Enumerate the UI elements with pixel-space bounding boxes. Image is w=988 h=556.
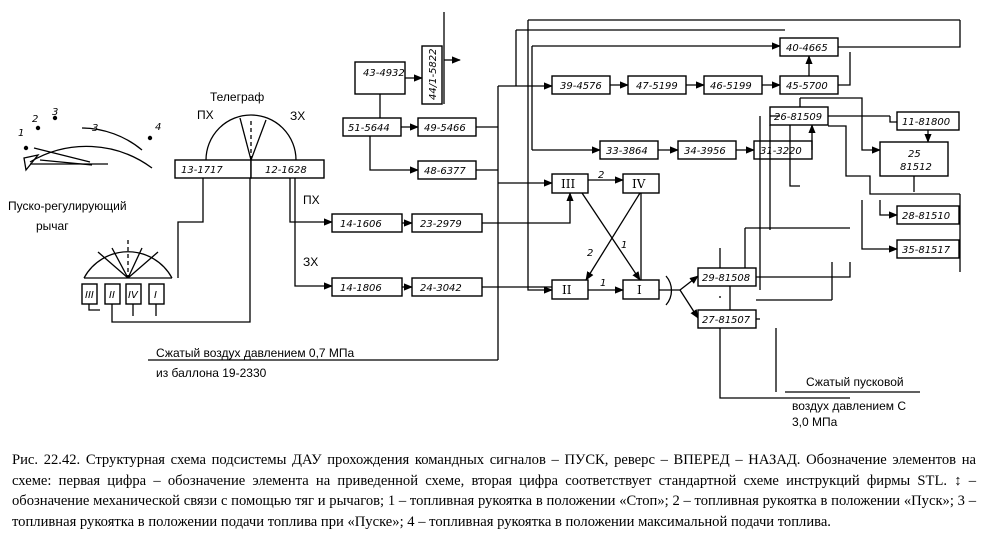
block-28-81510-label: 28-81510 [902, 211, 950, 222]
signal-zx-label: ЗХ [303, 255, 318, 269]
telegraph-zx-label: ЗХ [290, 109, 305, 123]
telegraph-px-label: ПХ [197, 108, 214, 122]
block-35-81517-label: 35-81517 [902, 245, 951, 256]
block-43-4932 [354, 61, 406, 95]
block-12-1628 [250, 159, 325, 179]
cylinder-label-II: II [109, 290, 115, 301]
lever-point-2 [35, 125, 41, 131]
lever-point-3 [52, 115, 58, 121]
block-14-1606-label: 14-1606 [340, 219, 382, 230]
cylinder-label-IV: IV [128, 290, 139, 301]
air-30-line3: 3,0 МПа [792, 415, 838, 429]
block-26-81509-label: 26-81509 [774, 112, 822, 123]
lever-arc-num-3: 3 [92, 123, 98, 134]
block-51-5644-label: 51-5644 [348, 123, 390, 134]
cylinder-label-I: I [154, 290, 157, 301]
cross-label-2b: 2 [587, 248, 593, 259]
block-31-3220-label: 31-3220 [760, 146, 802, 157]
block-45-5700-label: 45-5700 [786, 81, 828, 92]
air-07-line1: Сжатый воздух давлением 0,7 МПа [156, 346, 355, 360]
lever-title-line1: Пуско-регулирующий [8, 199, 127, 213]
lever-switch-group: III II IV I [81, 165, 251, 323]
block-40-4665-label: 40-4665 [786, 43, 828, 54]
block-44-1-5822 [421, 45, 443, 105]
block-14-1806-label: 14-1806 [340, 283, 382, 294]
lever-num-1: 1 [18, 128, 24, 139]
block-48-6377-label: 48-6377 [424, 166, 466, 177]
telegraph-title: Телеграф [210, 90, 264, 104]
block-49-5466-label: 49-5466 [424, 123, 466, 134]
block-25-81512-code: 81512 [900, 162, 932, 173]
block-13-1717-label: 13-1717 [181, 165, 223, 176]
block-43-4932-label: 43-4932 [363, 68, 405, 79]
lever-point-1 [23, 145, 29, 151]
figure-caption: Рис. 22.42. Структурная схема подсистемы… [12, 452, 976, 530]
air-30-line1: Сжатый пусковой [806, 375, 904, 389]
structural-diagram: 1 2 3 3 4 Пуско-регулирующий рычаг III I… [8, 12, 961, 429]
block-25-81512-num: 25 [908, 149, 921, 160]
block-25-81512 [879, 141, 949, 177]
block-29-81508-label: 29-81508 [702, 273, 750, 284]
block-27-81507-label: 27-81507 [702, 315, 751, 326]
air-30-line2: воздух давлением С [792, 399, 906, 413]
valve-II-text: II [562, 283, 572, 297]
valve-I-text: I [637, 283, 642, 297]
lever-num-3: 3 [52, 107, 58, 118]
cross-label-2a: 2 [598, 170, 604, 181]
valve-IV-text: IV [632, 177, 646, 191]
block-34-3956-label: 34-3956 [684, 146, 726, 157]
cross-label-1b: 1 [621, 240, 627, 251]
block-46-5199-label: 46-5199 [710, 81, 752, 92]
block-47-5199-label: 47-5199 [636, 81, 678, 92]
air-07-line2: из баллона 19-2330 [156, 366, 267, 380]
lever-num-4: 4 [155, 122, 161, 133]
cross-label-1a: 1 [600, 278, 606, 289]
lever-title-line2: рычаг [36, 219, 69, 233]
block-39-4576-label: 39-4576 [560, 81, 602, 92]
block-33-3864-label: 33-3864 [606, 146, 648, 157]
lever-point-4 [147, 135, 153, 141]
lever-num-2: 2 [32, 114, 38, 125]
block-12-1628-label: 12-1628 [265, 165, 307, 176]
signal-px-label: ПХ [303, 193, 320, 207]
cylinder-label-III: III [85, 290, 94, 301]
telegraph-group: Телеграф ПХ ЗХ 13-1717 12-1628 [174, 90, 325, 179]
block-24-3042-label: 24-3042 [420, 283, 462, 294]
block-23-2979-label: 23-2979 [420, 219, 462, 230]
valve-III [551, 173, 589, 194]
valve-III-text: III [561, 177, 575, 191]
block-44-1-5822-label: 44/1-5822 [428, 48, 439, 100]
block-11-81800-label: 11-81800 [902, 117, 950, 128]
start-lever-group: 1 2 3 3 4 Пуско-регулирующий рычаг [8, 107, 161, 233]
